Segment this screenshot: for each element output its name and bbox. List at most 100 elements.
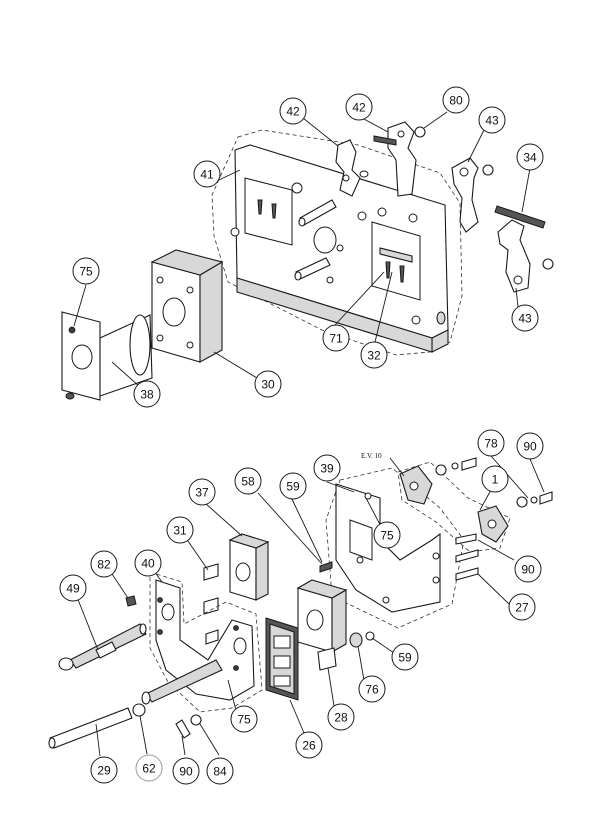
screw-upper (461, 457, 477, 471)
rod-29-end (48, 737, 56, 749)
callout-76: 76 (358, 675, 386, 703)
callout-circle (188, 478, 216, 506)
callout-circle (254, 370, 282, 398)
callout-label: 30 (261, 378, 275, 392)
washer-upper (435, 464, 447, 476)
callout-75: 75 (373, 521, 401, 549)
shaft-center (141, 659, 223, 705)
callout-label: 26 (302, 739, 316, 753)
callout-27: 27 (508, 593, 536, 621)
callout-38: 38 (133, 380, 161, 408)
callout-71: 71 (322, 324, 350, 352)
callout-circle (327, 703, 355, 731)
knob-lower (477, 505, 509, 543)
callout-circle (166, 516, 194, 544)
callout-80: 80 (442, 86, 470, 114)
callout-circle (234, 467, 262, 495)
callout-label: 41 (200, 168, 214, 182)
callout-82: 82 (90, 550, 118, 578)
plate-40 (155, 579, 255, 701)
shaft-49 (58, 623, 147, 671)
callout-37: 37 (188, 478, 216, 506)
callout-circle (481, 465, 509, 493)
callout-label: 27 (515, 601, 529, 615)
callout-75: 75 (72, 257, 100, 285)
callout-circle (313, 454, 341, 482)
callout-label: 40 (141, 557, 155, 571)
callout-label: 75 (237, 713, 251, 727)
bottom-assembly (48, 457, 553, 749)
callout-label: 28 (334, 711, 348, 725)
callout-circle (59, 574, 87, 602)
washer-small-78 (530, 496, 538, 504)
callout-circle (516, 432, 544, 460)
screw-90-upper (539, 491, 553, 505)
callout-43: 43 (511, 304, 539, 332)
note-ev10: E.V. 10 (361, 452, 382, 460)
snap-ring-43-lower (542, 258, 554, 270)
callout-circle (279, 472, 307, 500)
callout-29: 29 (90, 756, 118, 784)
lever-42-right (359, 121, 417, 197)
callout-label: 90 (179, 765, 193, 779)
group-boundary-plate-40 (149, 571, 263, 713)
callout-40: 40 (134, 549, 162, 577)
flange-38 (61, 311, 153, 401)
callout-label: 59 (286, 480, 300, 494)
washer-small-upper (451, 462, 459, 470)
callout-label: 39 (320, 462, 334, 476)
callout-label: 75 (380, 529, 394, 543)
top-assembly (61, 121, 554, 401)
key-82 (125, 595, 137, 607)
callout-label: 58 (241, 475, 255, 489)
callout-label: 84 (213, 765, 227, 779)
callout-circle (360, 341, 388, 369)
callout-circle (373, 521, 401, 549)
callout-label: 34 (523, 151, 537, 165)
pin-27-a (455, 533, 477, 545)
knob-upper (399, 465, 433, 505)
callout-circle (514, 555, 542, 583)
callout-circle (477, 429, 505, 457)
callout-59: 59 (279, 472, 307, 500)
callout-circle (90, 550, 118, 578)
block-30 (150, 249, 224, 363)
callout-1: 1 (481, 465, 509, 493)
callout-circle (442, 86, 470, 114)
callout-circle (90, 756, 118, 784)
callout-label: 29 (97, 764, 111, 778)
callout-90: 90 (516, 432, 544, 460)
snap-ring-80 (414, 126, 426, 138)
callout-78: 78 (477, 429, 505, 457)
callout-circle (72, 257, 100, 285)
callout-label: 90 (521, 563, 535, 577)
callout-58: 58 (234, 467, 262, 495)
screw-90-lower (175, 719, 191, 739)
callout-label: 32 (367, 349, 381, 363)
lever-42-left (335, 139, 361, 197)
callout-circle (133, 380, 161, 408)
callout-26: 26 (295, 731, 323, 759)
callout-32: 32 (360, 341, 388, 369)
callout-circle (295, 731, 323, 759)
callout-circle (478, 106, 506, 134)
callout-circle (135, 754, 163, 782)
callout-42: 42 (345, 93, 373, 121)
ring-62 (132, 703, 146, 717)
callout-label: 82 (97, 558, 111, 572)
callout-circle (279, 97, 307, 125)
callout-28: 28 (327, 703, 355, 731)
callout-label: 38 (140, 388, 154, 402)
callout-circle (134, 549, 162, 577)
callout-75: 75 (230, 705, 258, 733)
callout-label: 62 (142, 762, 156, 776)
callout-label: 42 (352, 101, 366, 115)
callout-circle (230, 705, 258, 733)
pin-31-b (203, 597, 219, 615)
block-58 (296, 561, 348, 653)
callout-90: 90 (514, 555, 542, 583)
washer-78 (516, 496, 528, 508)
callout-49: 49 (59, 574, 87, 602)
